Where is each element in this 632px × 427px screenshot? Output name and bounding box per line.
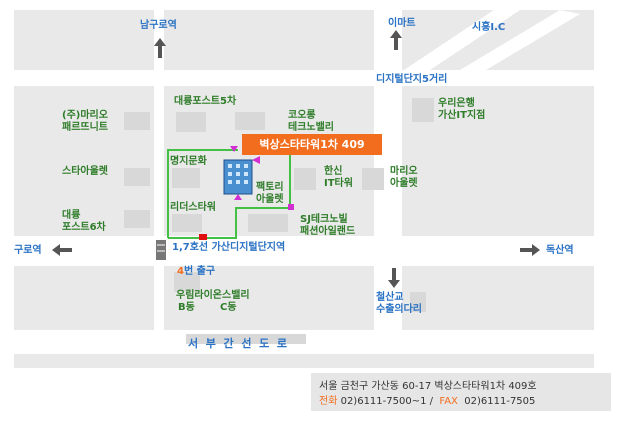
label-woorim-b: B동 (178, 302, 195, 313)
label-myungji: 명지문화 (170, 156, 207, 167)
label-mario-partner: (주)마리오 패르뜨니트 (62, 110, 108, 133)
label-guro-station: 구로역 (14, 245, 42, 256)
label-factory-outlet: 팩토리 아울렛 (256, 182, 284, 205)
label-sj-techno: SJ테크노빌 패션아일랜드 (300, 214, 356, 237)
direction-arrows (52, 30, 540, 288)
label-station-exit: 4번 출구 (170, 254, 215, 278)
arrow-up-icon (154, 38, 166, 58)
label-woorim-c: C동 (220, 302, 237, 313)
route-arrows (230, 146, 294, 210)
label-namguro-station: 남구로역 (140, 20, 177, 31)
label-hanshin: 한신 IT타워 (324, 166, 353, 189)
label-junction: 디지털단지5거리 (376, 74, 448, 85)
arrow-left-icon (52, 244, 72, 256)
label-woorim-lions: 우림라이온스밸리 (176, 290, 250, 301)
fax-number: 02)6111-7505 (464, 396, 536, 407)
arrow-right-icon (520, 244, 540, 256)
roads (14, 10, 594, 354)
label-main-road: 서 부 간 선 도 로 (188, 337, 288, 350)
label-mario-outlet: 마리오 아울렛 (390, 166, 418, 189)
phone-number: 02)6111-7500~1 / (337, 396, 434, 407)
label-doksan-station: 독산역 (546, 245, 574, 256)
address-text: 서울 금천구 가산동 60-17 벽상스타타워1차 409호 (319, 381, 537, 392)
address-info-box: 서울 금천구 가산동 60-17 벽상스타타워1차 409호 전화 02)611… (311, 373, 611, 411)
station-exit-marker (199, 234, 207, 240)
label-leader-tower: 리더스타워 (170, 202, 216, 213)
contact-line: 전화 02)6111-7500~1 / FAX 02)6111-7505 (319, 392, 535, 407)
fax-label: FAX (439, 396, 458, 407)
label-star-outlet: 스타아울렛 (62, 166, 108, 177)
building-blocks (124, 98, 434, 344)
label-emart: 이마트 (388, 18, 416, 29)
label-cheolsan-bridge: 철산교 수출의다리 (376, 292, 422, 315)
arrow-down-icon (388, 268, 400, 288)
subway-icon (156, 240, 166, 260)
exit-number: 4 (176, 266, 184, 277)
label-daeryung-post6: 대륭 포스트6차 (62, 210, 106, 233)
target-building-icon (223, 159, 253, 195)
label-woori-bank: 우리은행 가산IT지점 (438, 98, 486, 121)
arrow-up-icon (390, 30, 402, 50)
exit-text: 번 출구 (183, 266, 216, 277)
target-callout: 벽상스타타워1차 409 (242, 134, 382, 155)
label-siheung-ic: 시흥I.C (472, 22, 506, 33)
label-daeryung-post5: 대륭포스트5차 (174, 96, 237, 107)
label-station-line: 1,7호선 가산디지털단지역 (172, 242, 286, 253)
label-kolon: 코오롱 테크노밸리 (288, 110, 334, 133)
city-blocks (14, 10, 594, 368)
phone-label: 전화 (319, 396, 338, 407)
